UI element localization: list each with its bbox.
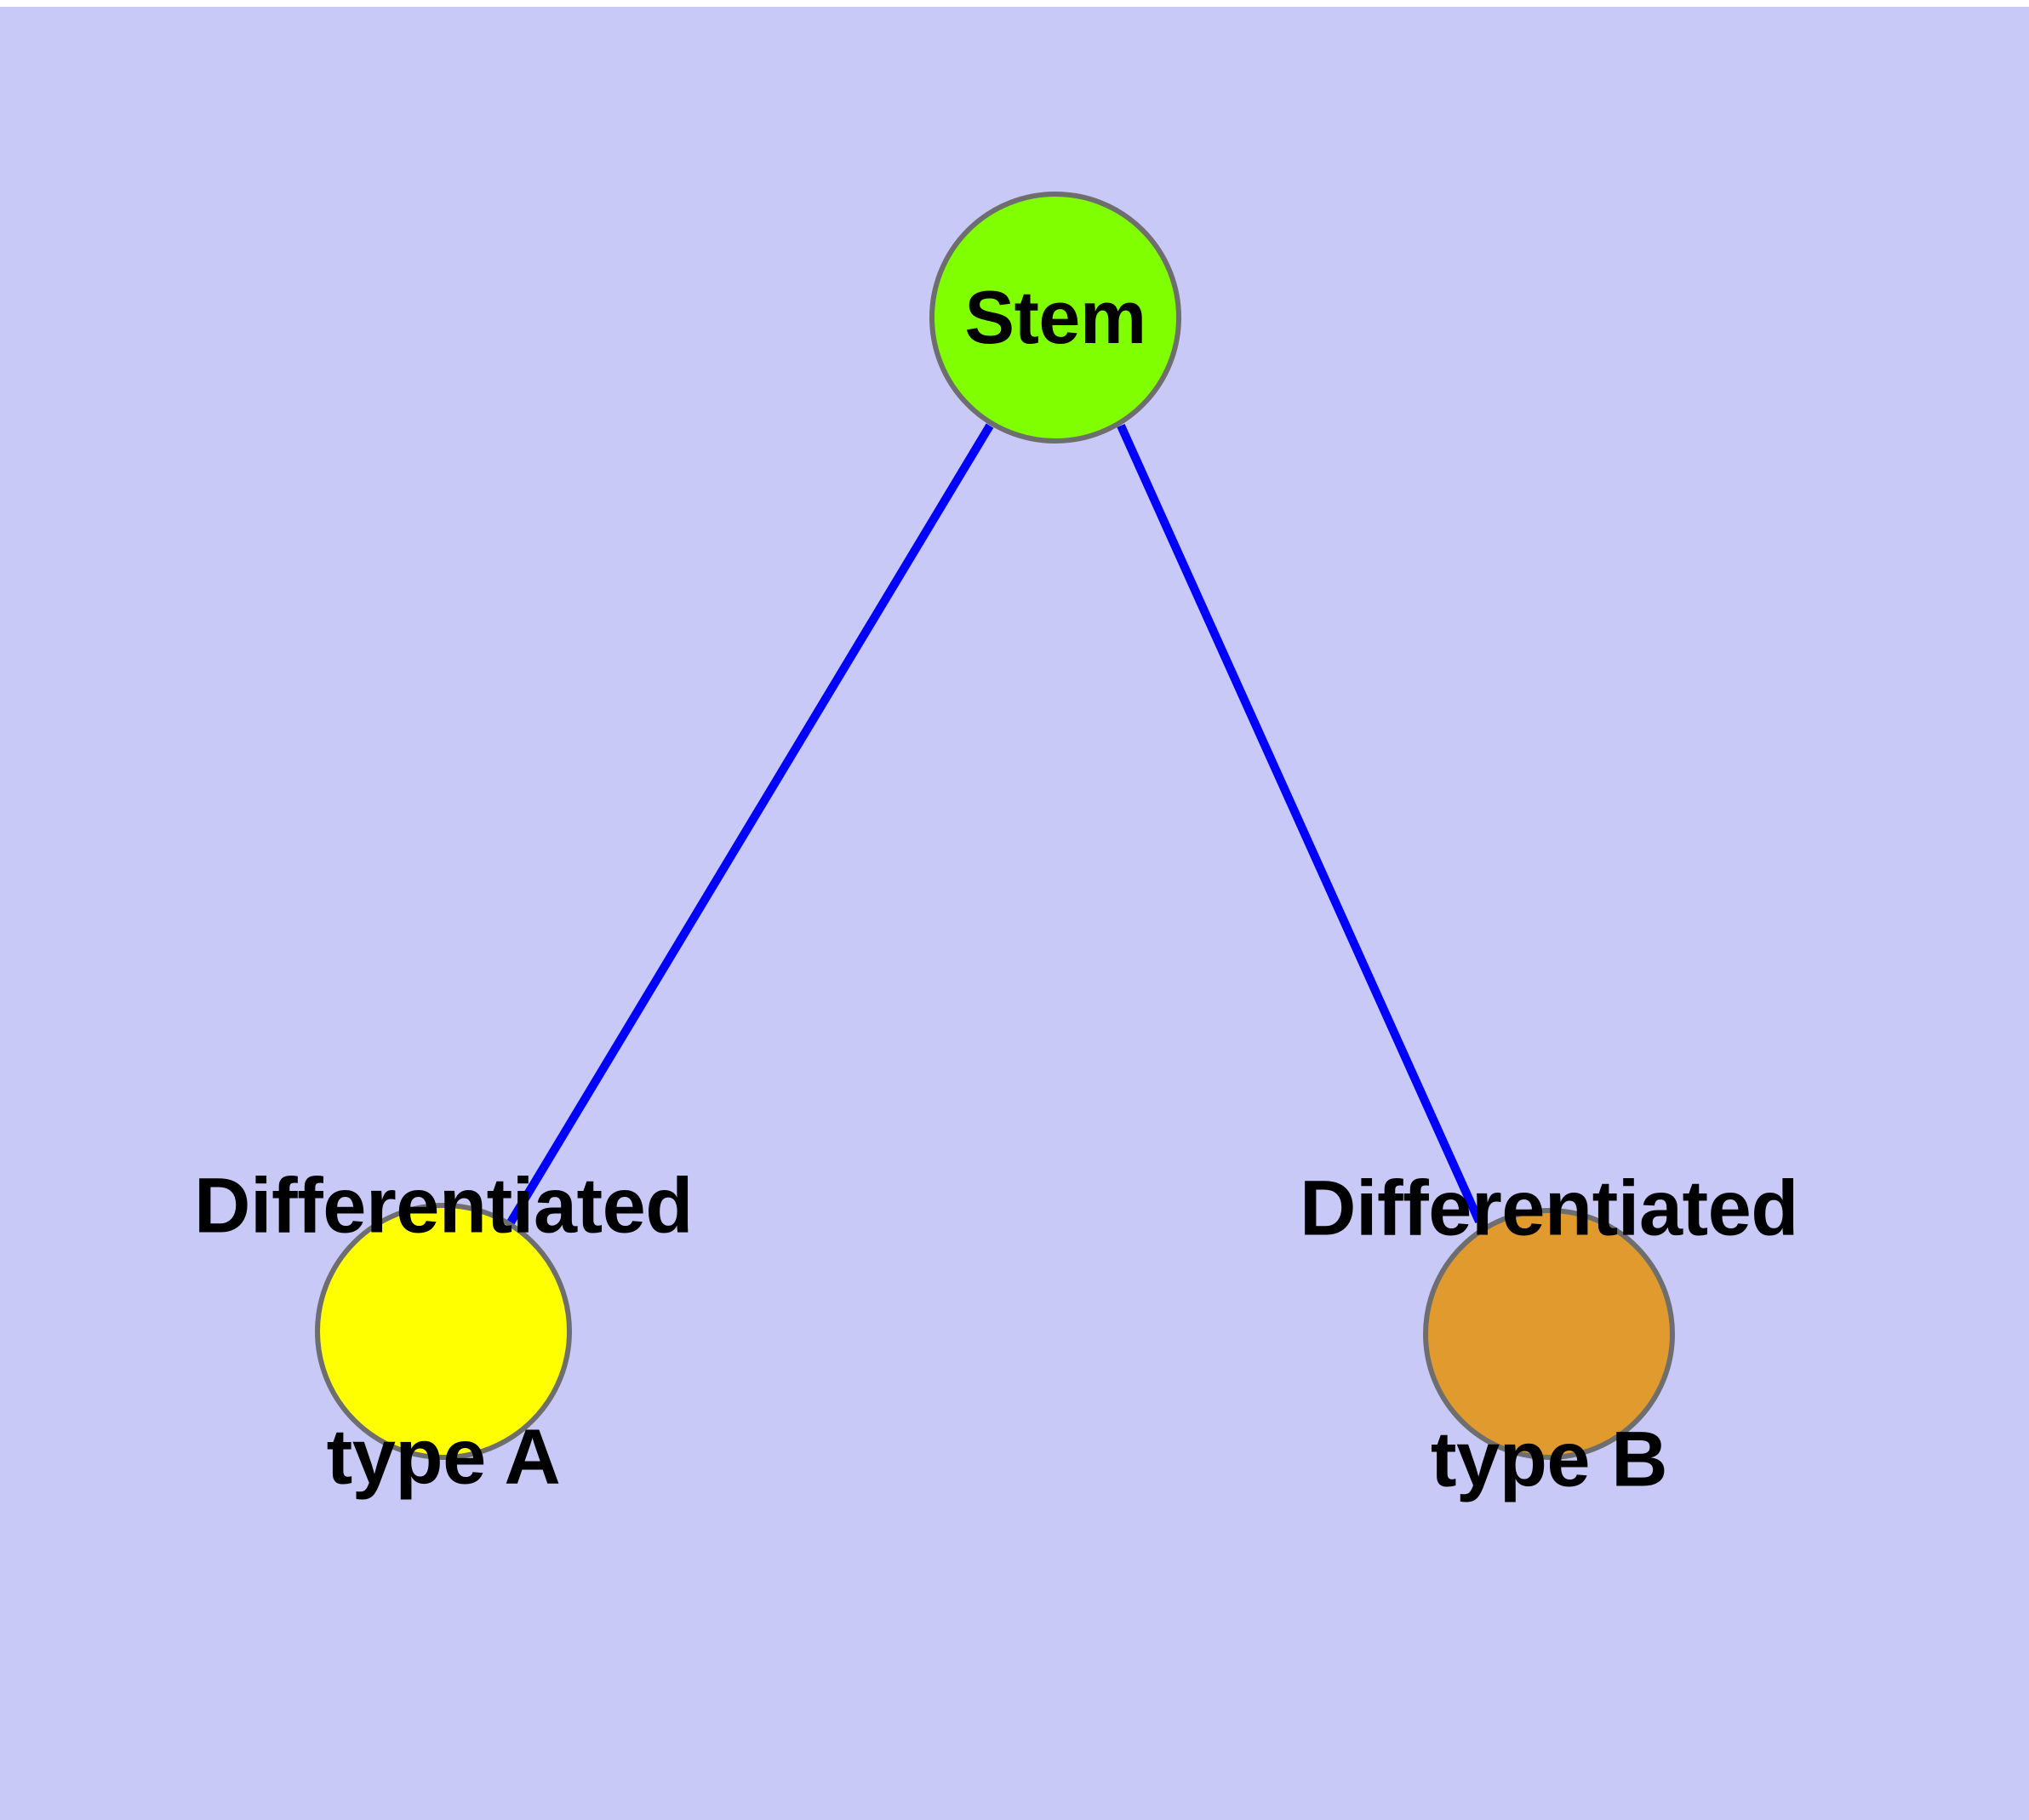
node-differentiated-type-a[interactable]	[315, 1203, 572, 1460]
nodes-layer	[315, 192, 1675, 1460]
edge-stem-to-differentiated-type-b[interactable]	[1117, 423, 1483, 1224]
edge-stem-to-differentiated-type-a[interactable]	[506, 423, 994, 1225]
node-differentiated-type-b[interactable]	[1423, 1208, 1675, 1460]
node-stem[interactable]	[929, 192, 1181, 444]
edges-layer	[506, 423, 1483, 1225]
